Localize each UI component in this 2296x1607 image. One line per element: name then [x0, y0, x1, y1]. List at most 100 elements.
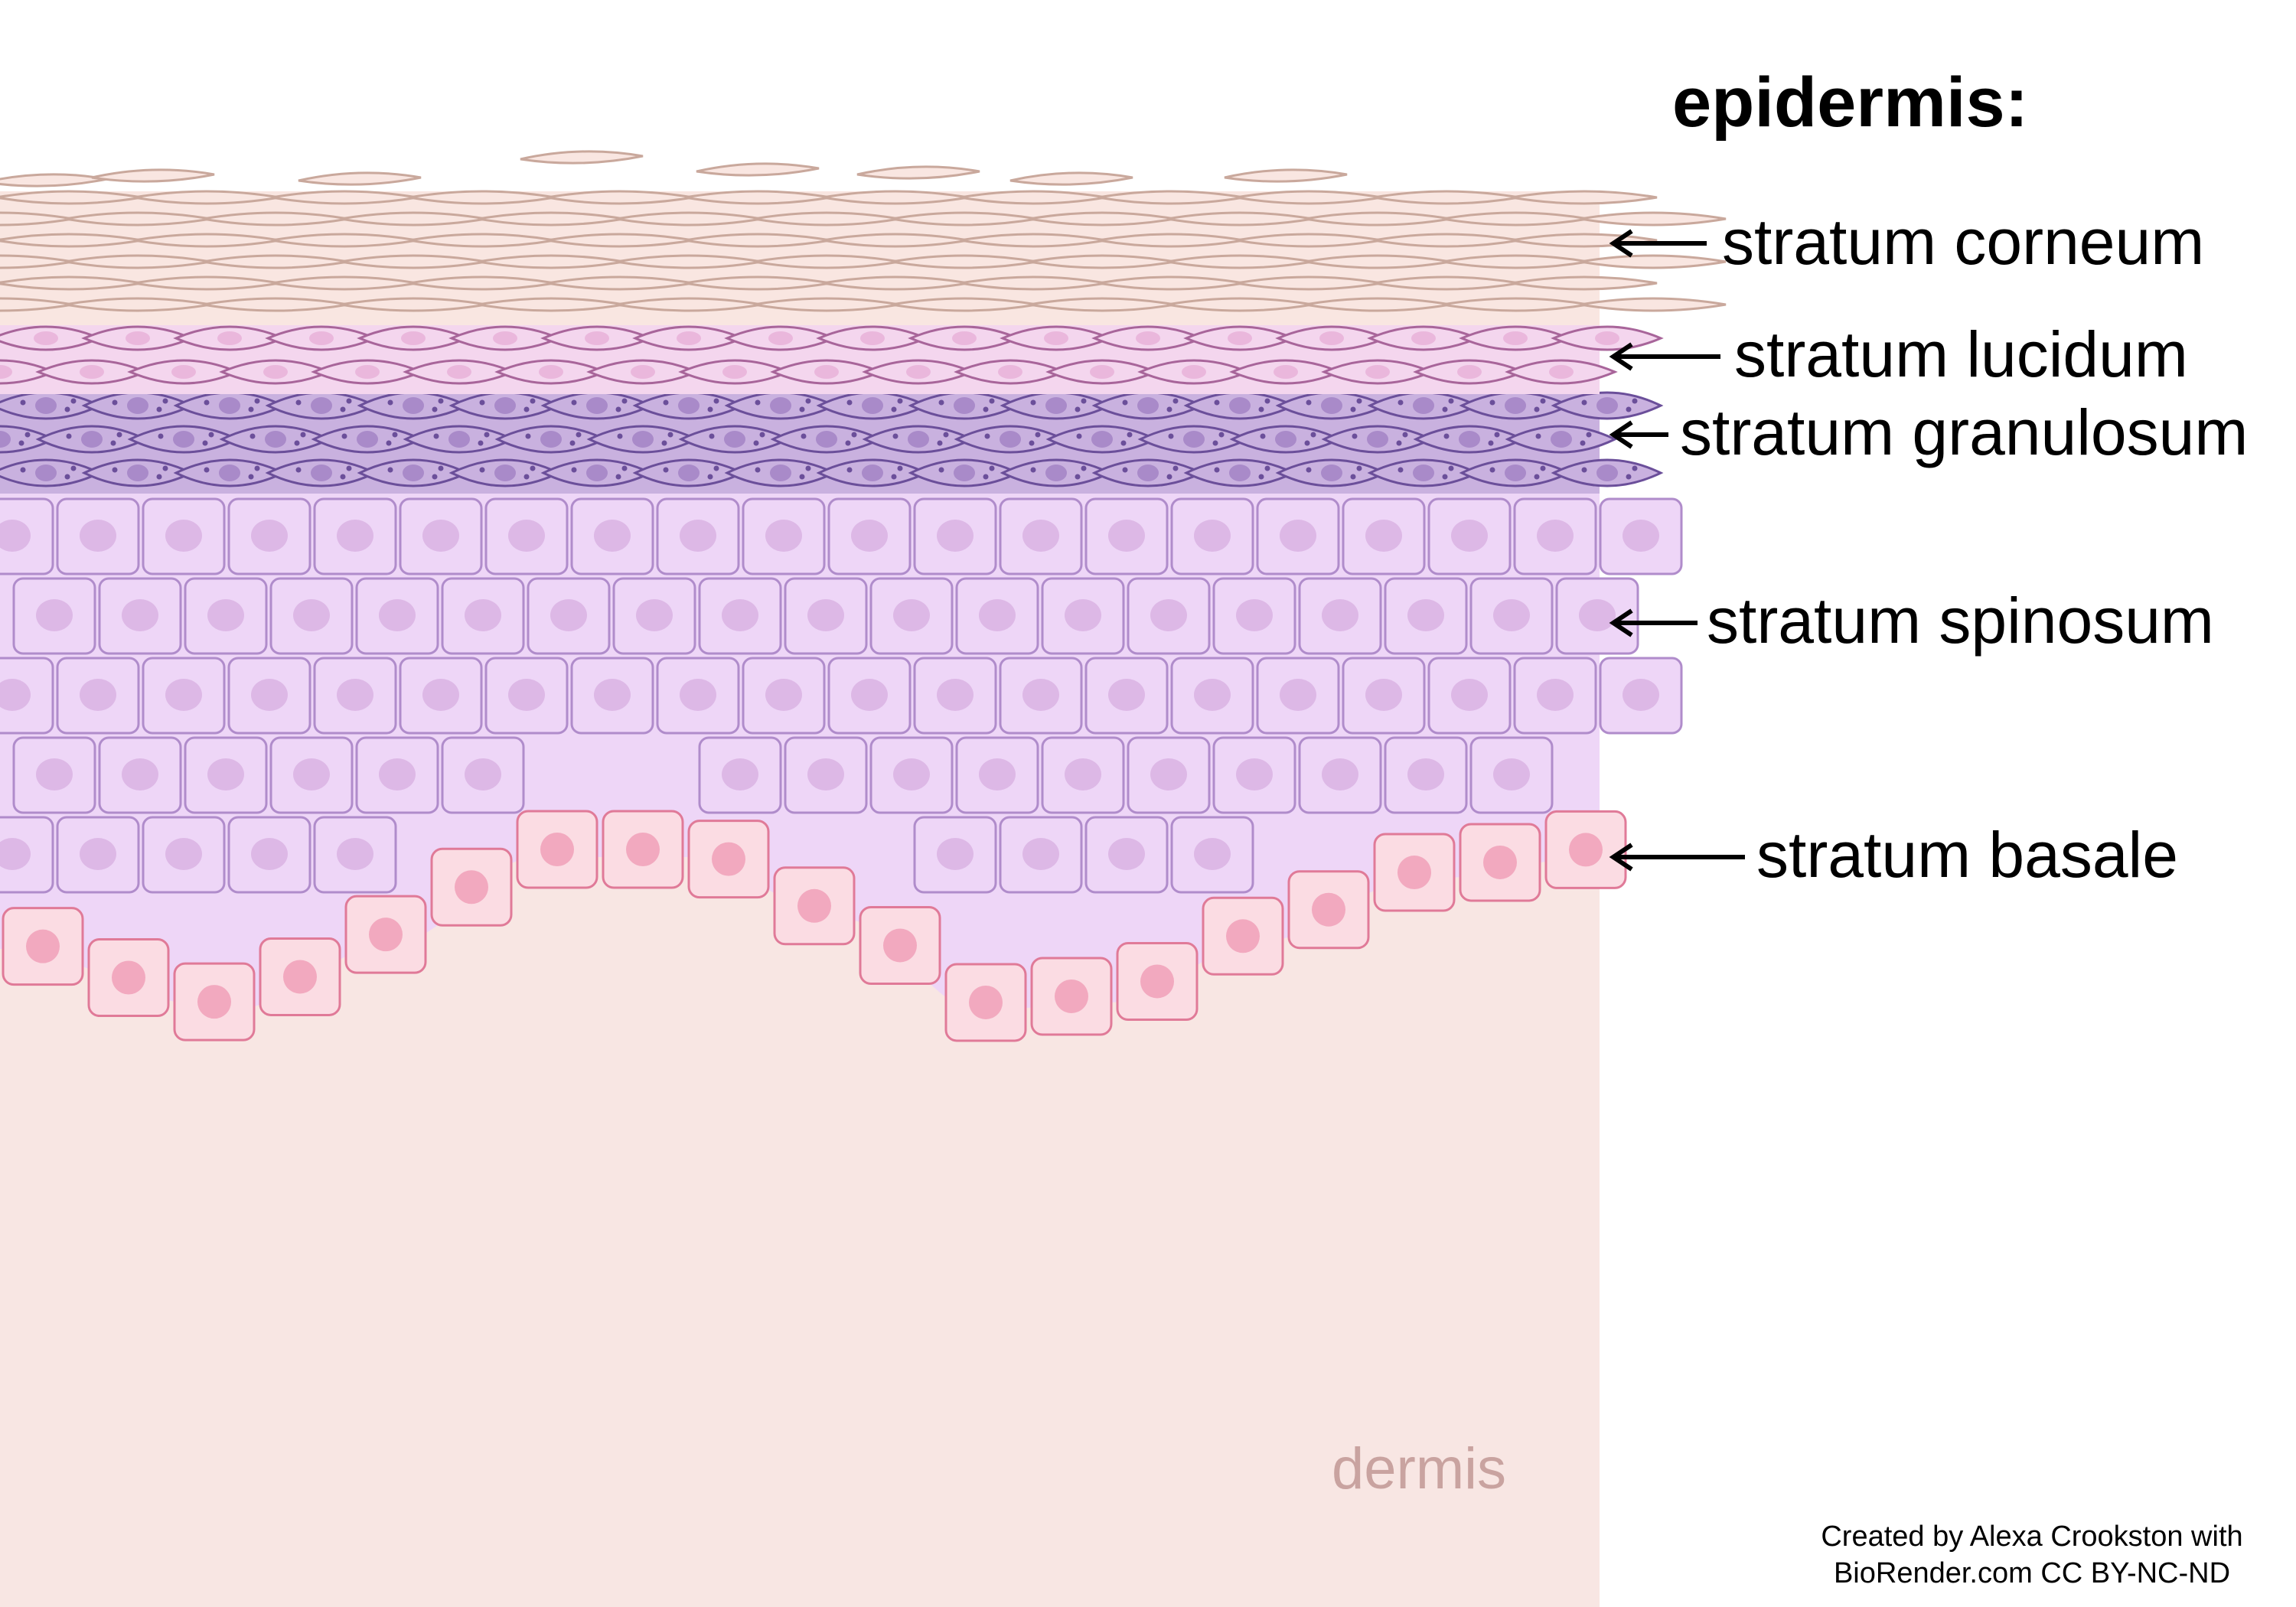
spinosum-cell-nucleus [207, 599, 244, 631]
spinosum-cell [570, 497, 654, 575]
granule-dot [576, 432, 582, 438]
lucidum-cell [816, 325, 929, 351]
spinosum-cell-nucleus [1194, 679, 1231, 711]
spinosum-cell [1555, 577, 1639, 655]
granule-dot [1356, 398, 1362, 404]
basale-cell-nucleus [883, 928, 917, 963]
spinosum-cell [742, 497, 826, 575]
lucidum-cell [1000, 325, 1113, 351]
granule-dot [938, 467, 944, 473]
spinosum-cell [1298, 577, 1382, 655]
granule-dot [1350, 406, 1356, 412]
granule-dot [615, 474, 621, 480]
lucidum-cell-nucleus [126, 331, 150, 345]
granule-dot [943, 432, 949, 438]
granulosum-cell-nucleus [1505, 464, 1526, 481]
lucidum-cell-nucleus [1274, 365, 1298, 379]
granulosum-cell-nucleus [954, 397, 975, 414]
spinosum-cell-nucleus [1108, 679, 1145, 711]
basale-cell [344, 895, 427, 974]
granulosum-cell-nucleus [586, 397, 608, 414]
spinosum-cell-nucleus [1065, 599, 1101, 631]
basale-cell-nucleus [369, 918, 403, 952]
spinosum-cell-nucleus [165, 520, 202, 552]
spinosum-cell-nucleus [379, 758, 416, 790]
granule-dot [162, 398, 168, 404]
basale-cell [516, 810, 598, 889]
corneum-flake [520, 150, 644, 165]
corneum-flake [1224, 168, 1348, 183]
basale-cell [944, 963, 1027, 1042]
granule-dot [479, 467, 485, 473]
spinosum-cell [1256, 657, 1340, 735]
spinosum-cell-nucleus [1150, 599, 1187, 631]
granule-dot [851, 432, 857, 438]
spinosum-cell [1084, 816, 1169, 894]
spinosum-cell-nucleus [508, 679, 545, 711]
granulosum-cell [1551, 391, 1664, 420]
lucidum-cell-nucleus [677, 331, 701, 345]
granule-dot [204, 399, 210, 406]
lucidum-cell-nucleus [1044, 331, 1068, 345]
spinosum-cell-nucleus [337, 520, 373, 552]
spinosum-cell-nucleus [1022, 520, 1059, 552]
spinosum-cell [1599, 657, 1683, 735]
granule-dot [805, 398, 811, 404]
spinosum-cell-nucleus [207, 758, 244, 790]
lucidum-cell-nucleus [263, 365, 288, 379]
spinosum-cell [1256, 497, 1340, 575]
granulosum-cell-nucleus [1551, 431, 1572, 448]
granule-dot [523, 406, 530, 412]
granule-dot [530, 465, 536, 471]
spinosum-cell [999, 816, 1083, 894]
granulosum-cell [494, 425, 608, 454]
granulosum-cell-nucleus [311, 464, 332, 481]
spinosum-cell [1084, 657, 1169, 735]
granule-dot [300, 432, 306, 438]
granule-dot [530, 398, 536, 404]
lucidum-cell [1551, 325, 1664, 351]
spinosum-cell-nucleus [594, 520, 631, 552]
granule-dot [1534, 406, 1540, 412]
granulosum-cell [1367, 391, 1480, 420]
granule-dot [846, 467, 853, 473]
granule-dot [989, 465, 995, 471]
basale-cell [430, 847, 513, 927]
granule-dot [1168, 433, 1174, 439]
granule-dot [295, 399, 302, 406]
spinosum-cell-nucleus [251, 838, 288, 870]
spinosum-cell-nucleus [1236, 599, 1273, 631]
spinosum-cell-nucleus [979, 758, 1016, 790]
lucidum-cell-nucleus [631, 365, 655, 379]
lucidum-cell [540, 325, 654, 351]
granule-dot [805, 465, 811, 471]
granule-dot [1581, 399, 1587, 406]
granule-dot [254, 465, 260, 471]
granulosum-cell [448, 391, 562, 420]
granulosum-cell-nucleus [1413, 464, 1434, 481]
granulosum-cell-nucleus [540, 431, 562, 448]
spinosum-cell-nucleus [1579, 599, 1616, 631]
granule-dot [70, 465, 77, 471]
basale-cell [859, 905, 941, 985]
spinosum-cell-nucleus [893, 758, 930, 790]
lucidum-cell-nucleus [539, 365, 563, 379]
granule-dot [891, 474, 897, 480]
credit-line-2: BioRender.com CC BY-NC-ND [1834, 1557, 2230, 1589]
spinosum-cell-nucleus [550, 599, 587, 631]
arrow-corneum [1609, 229, 1707, 258]
lucidum-cell-nucleus [217, 331, 242, 345]
spinosum-cell-nucleus [122, 599, 158, 631]
lucidum-cell-nucleus [1228, 331, 1252, 345]
granule-dot [1540, 465, 1546, 471]
spinosum-cell [1513, 657, 1597, 735]
granule-dot [64, 474, 70, 480]
lucidum-cell-nucleus [1549, 365, 1574, 379]
spinosum-cell [913, 657, 997, 735]
granule-dot [1534, 474, 1540, 480]
granulosum-cell-nucleus [1459, 431, 1480, 448]
granulosum-cell-nucleus [862, 464, 883, 481]
spinosum-cell [441, 577, 525, 655]
basale-cell-nucleus [540, 833, 574, 866]
granule-dot [989, 398, 995, 404]
